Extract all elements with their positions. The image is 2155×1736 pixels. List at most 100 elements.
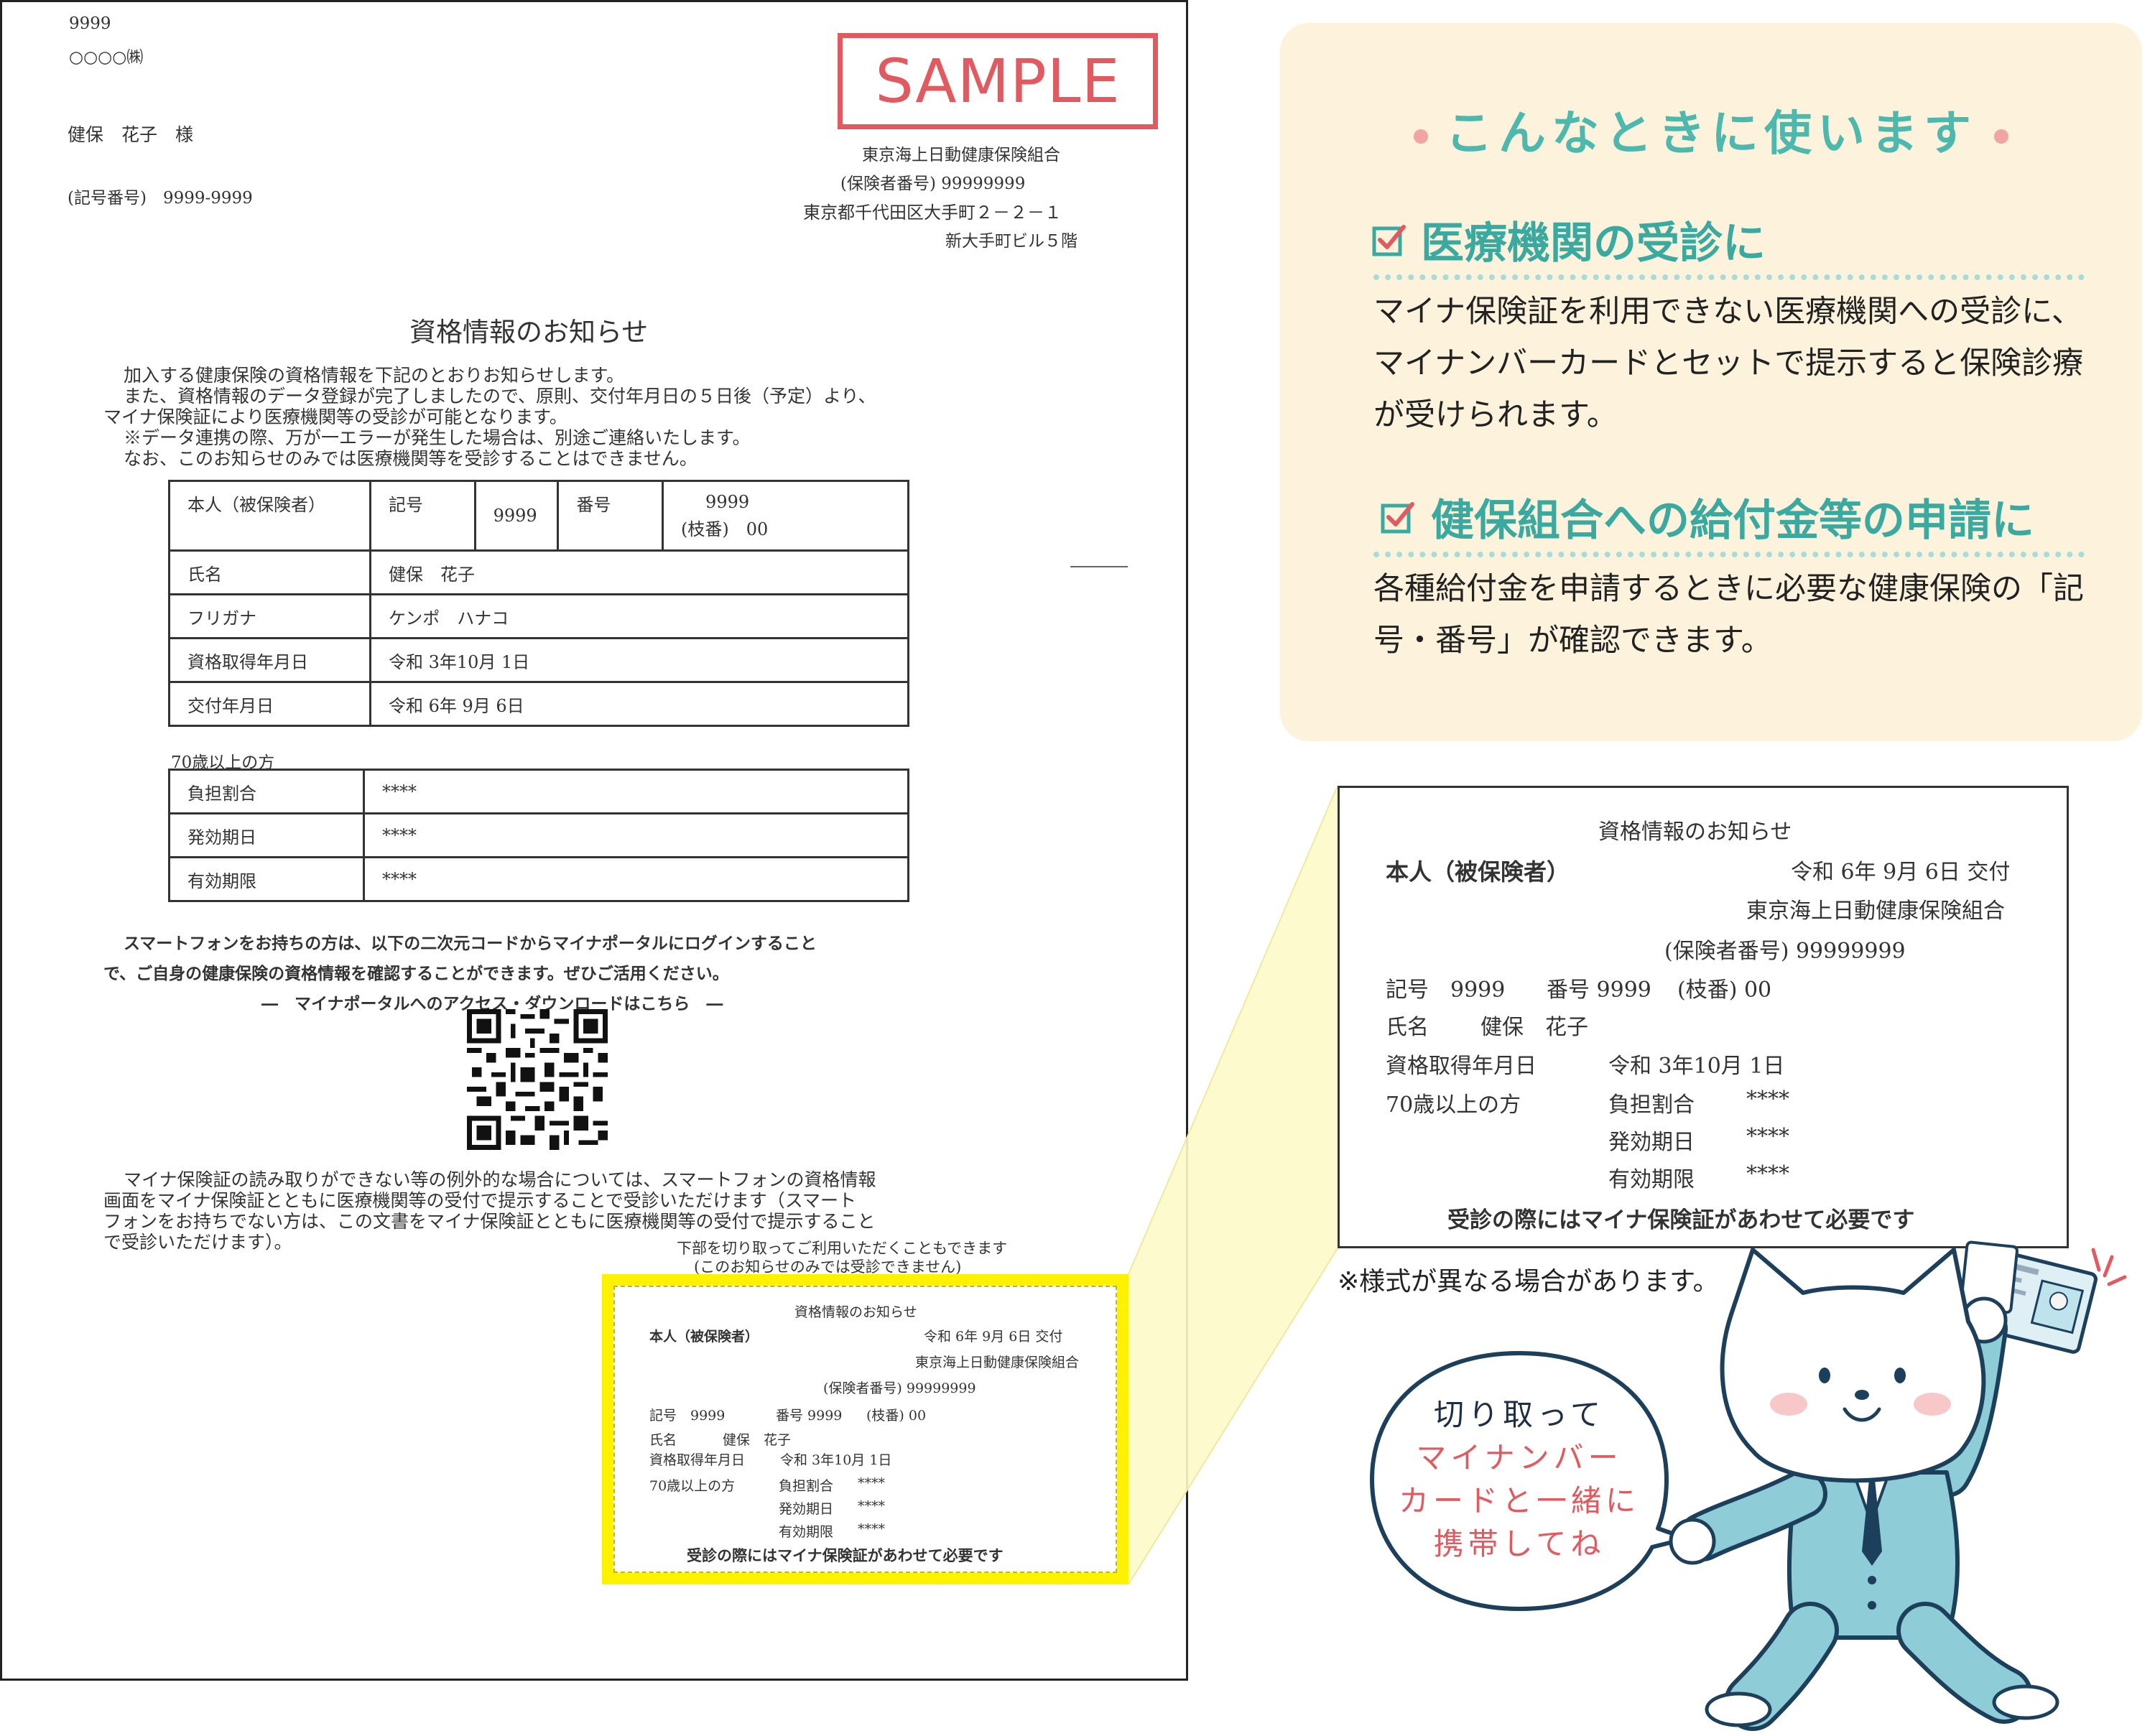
cell-effective-label: 発効期日 — [168, 812, 365, 858]
intro-line-3: マイナ保険証により医療機関等の受診が可能となります。 — [103, 407, 567, 427]
zoom-name-value: 健保 花子 — [1480, 1015, 1588, 1040]
zoom-over70-label: 70歳以上の方 — [1386, 1092, 1521, 1118]
zoom-kigo: 記号 9999 — [1386, 978, 1506, 1003]
cut-effective-label: 発効期日 — [779, 1501, 834, 1517]
cut-burden-label: 負担割合 — [779, 1478, 834, 1494]
cell-burden-value: **** — [363, 769, 909, 814]
cutout-card: 資格情報のお知らせ 本人（被保険者） 令和 6年 9月 6日 交付 東京海上日動… — [613, 1286, 1117, 1573]
cat-mascot-icon — [1669, 1240, 2127, 1731]
cut-insurer-number: (保険者番号) 99999999 — [823, 1380, 976, 1396]
intro-line-5: なお、このお知らせのみでは医療機関等を受診することはできません。 — [124, 448, 698, 469]
cut-edaban: (枝番) 00 — [866, 1408, 927, 1424]
zoom-edaban: (枝番) 00 — [1677, 978, 1772, 1003]
intro-line-1: 加入する健康保険の資格情報を下記のとおりお知らせします。 — [124, 365, 625, 386]
cut-bango: 番号 9999 — [776, 1408, 843, 1424]
dot-icon — [1994, 129, 2008, 144]
speech-bubble — [1370, 1351, 1688, 1611]
margin-mark — [1070, 566, 1128, 567]
cell-bango-label: 番号 — [557, 480, 664, 552]
zoom-issuer: 東京海上日動健康保険組合 — [1746, 899, 2005, 924]
format-note: ※様式が異なる場合があります。 — [1338, 1267, 1719, 1296]
cut-expiry-value: **** — [858, 1521, 885, 1537]
cut-kigo: 記号 9999 — [649, 1408, 726, 1424]
zoom-title: 資格情報のお知らせ — [1598, 820, 1792, 845]
dot-icon — [1414, 129, 1428, 144]
cell-acquired-label: 資格取得年月日 — [168, 637, 371, 683]
cutout-card-highlight: 資格情報のお知らせ 本人（被保険者） 令和 6年 9月 6日 交付 東京海上日動… — [602, 1274, 1129, 1584]
cell-burden-label: 負担割合 — [168, 769, 365, 814]
cut-name-label: 氏名 — [649, 1432, 677, 1448]
zoom-expiry-value: **** — [1746, 1161, 1789, 1187]
bubble-line-2: マイナンバー — [1416, 1440, 1623, 1475]
dotted-divider — [1373, 552, 2085, 557]
smartphone-text-1: スマートフォンをお持ちの方は、以下の二次元コードからマイナポータルにログインする… — [124, 934, 817, 953]
document-title: 資格情報のお知らせ — [409, 317, 649, 348]
zoom-footer: 受診の際にはマイナ保険証があわせて必要です — [1447, 1207, 1915, 1233]
cell-acquired-value: 令和 3年10月 1日 — [369, 637, 910, 683]
exception-line-4: で受診いただけます）。 — [103, 1232, 292, 1253]
cell-bango-value: 9999(枝番) 00 — [662, 480, 909, 552]
zoom-burden-label: 負担割合 — [1608, 1092, 1695, 1118]
over70-table: 負担割合**** 発効期日**** 有効期限**** — [168, 769, 909, 902]
cut-acquired-label: 資格取得年月日 — [649, 1452, 746, 1468]
section-heading-medical: 医療機関の受診に — [1421, 218, 1766, 269]
cut-name-value: 健保 花子 — [723, 1432, 792, 1448]
intro-line-4: ※データ連携の際、万が一エラーが発生した場合は、別途ご連絡いたします。 — [124, 427, 751, 448]
panel-title: こんなときに使います — [1280, 95, 2142, 164]
cut-person: 本人（被保険者） — [649, 1329, 759, 1345]
checkbox-icon — [1372, 225, 1406, 256]
cut-issued: 令和 6年 9月 6日 交付 — [924, 1329, 1063, 1345]
zoom-issued: 令和 6年 9月 6日 交付 — [1791, 860, 2011, 885]
section-body-benefits: 各種給付金を申請するときに必要な健康保険の「記号・番号」が確認できます。 — [1373, 571, 2084, 659]
cut-over70-label: 70歳以上の方 — [649, 1478, 736, 1494]
zoom-expiry-label: 有効期限 — [1608, 1167, 1695, 1192]
cut-note-1: 下部を切り取ってご利用いただくこともできます — [677, 1240, 1008, 1257]
cell-name-label: 氏名 — [168, 549, 371, 595]
zoom-name-label: 氏名 — [1386, 1015, 1429, 1040]
section-heading-benefits: 健保組合への給付金等の申請に — [1431, 496, 2034, 546]
cut-issuer: 東京海上日動健康保険組合 — [915, 1355, 1080, 1370]
cell-issued-value: 令和 6年 9月 6日 — [369, 681, 910, 727]
cut-burden-value: **** — [858, 1475, 885, 1491]
bubble-line-3: カードと一緒に — [1398, 1483, 1640, 1518]
zoom-burden-value: **** — [1746, 1087, 1789, 1112]
zoom-effective-value: **** — [1746, 1124, 1789, 1149]
zoom-bango: 番号 9999 — [1547, 978, 1651, 1003]
issuer-insurer-number: (保険者番号) 99999999 — [840, 175, 1026, 193]
zoomed-card: 資格情報のお知らせ 本人（被保険者） 令和 6年 9月 6日 交付 東京海上日動… — [1338, 786, 2069, 1248]
cut-effective-value: **** — [858, 1498, 885, 1514]
sample-stamp: SAMPLE — [838, 33, 1158, 129]
cell-furigana-label: フリガナ — [168, 593, 371, 639]
qr-code-icon[interactable] — [467, 1009, 608, 1150]
cell-expiry-label: 有効期限 — [168, 856, 365, 902]
cut-note-2: (このお知らせのみでは受診できません) — [694, 1258, 962, 1276]
cell-issued-label: 交付年月日 — [168, 681, 371, 727]
issuer-address-2: 新大手町ビル５階 — [945, 232, 1078, 251]
cell-person-label: 本人（被保険者） — [168, 480, 371, 552]
cell-kigo-value: 9999 — [473, 480, 560, 552]
exception-line-2: 画面をマイナ保険証とともに医療機関等の受付で提示することで受診いただけます（スマ… — [103, 1190, 857, 1211]
exception-line-1: マイナ保険証の読み取りができない等の例外的な場合については、スマートフォンの資格… — [124, 1169, 876, 1190]
cut-expiry-label: 有効期限 — [779, 1524, 834, 1540]
zoom-person: 本人（被保険者） — [1386, 858, 1570, 886]
qualification-table: 本人（被保険者） 記号 9999 番号 9999(枝番) 00 氏名健保 花子 … — [168, 480, 910, 727]
cut-footer: 受診の際にはマイナ保険証があわせて必要です — [687, 1546, 1004, 1564]
bubble-line-1: 切り取って — [1434, 1397, 1605, 1432]
cell-furigana-value: ケンポ ハナコ — [369, 593, 910, 639]
cell-kigo-label: 記号 — [369, 480, 476, 552]
issuer-address-1: 東京都千代田区大手町２－２－１ — [803, 203, 1062, 223]
cut-title: 資格情報のお知らせ — [794, 1304, 917, 1320]
recipient-name: 健保 花子 様 — [68, 124, 194, 145]
zoom-acquired-value: 令和 3年10月 1日 — [1608, 1054, 1785, 1079]
issuer-name: 東京海上日動健康保険組合 — [862, 146, 1060, 164]
cut-acquired-value: 令和 3年10月 1日 — [780, 1452, 892, 1468]
section-body-medical: マイナ保険証を利用できない医療機関への受診に、マイナンバーカードとセットで提示す… — [1373, 294, 2084, 433]
smartphone-text-2: で、ご自身の健康保険の資格情報を確認することができます。ぜひご活用ください。 — [103, 964, 729, 983]
cell-expiry-value: **** — [363, 856, 909, 902]
recipient-code: 9999 — [69, 14, 111, 33]
company-name: ○○○○㈱ — [69, 48, 144, 67]
notice-document: 9999 ○○○○㈱ 健保 花子 様 (記号番号) 9999-9999 SAMP… — [0, 0, 1188, 1681]
intro-line-2: また、資格情報のデータ登録が完了しましたので、原則、交付年月日の５日後（予定）よ… — [124, 386, 876, 407]
symbol-number-line: (記号番号) 9999-9999 — [68, 189, 253, 208]
zoom-insurer-number: (保険者番号) 99999999 — [1664, 939, 1906, 964]
